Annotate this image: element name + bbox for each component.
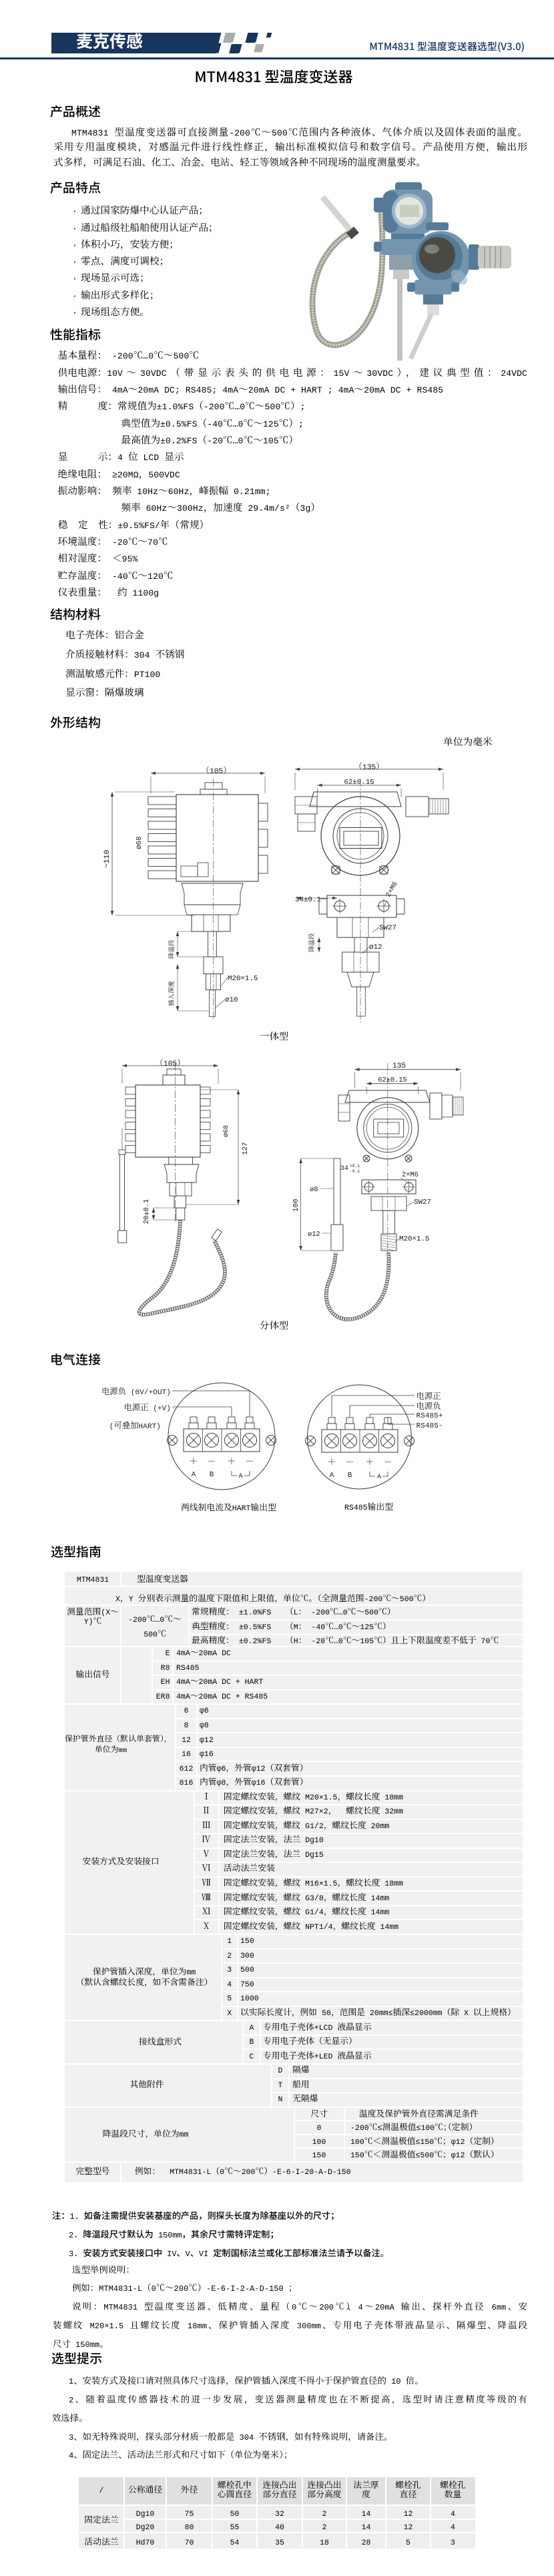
svg-text:＋: ＋: [189, 1454, 198, 1467]
svg-text:100: 100: [292, 1199, 300, 1212]
svg-text:A: A: [192, 1471, 196, 1479]
svg-text:135: 135: [392, 1062, 406, 1070]
svg-text:ø8: ø8: [310, 1186, 318, 1194]
svg-text:20±0.1: 20±0.1: [143, 1199, 151, 1224]
svg-text:SW27: SW27: [414, 1199, 431, 1207]
svg-text:ø68: ø68: [222, 1125, 230, 1137]
svg-text:127: 127: [242, 1142, 250, 1155]
svg-text:+0.1: +0.1: [350, 1164, 360, 1168]
svg-text:插入深度: 插入深度: [166, 980, 176, 1006]
svg-text:－: －: [245, 1454, 254, 1467]
svg-text:B: B: [348, 1472, 352, 1480]
svg-text:SW27: SW27: [379, 924, 396, 932]
svg-text:－: －: [383, 1455, 392, 1468]
svg-text:B: B: [210, 1471, 214, 1479]
svg-text:A: A: [377, 1473, 381, 1480]
svg-text:（105）: （105）: [201, 766, 231, 776]
svg-text:A: A: [239, 1472, 243, 1480]
svg-text:(可叠加HART): (可叠加HART): [109, 1421, 161, 1431]
svg-text:＋: ＋: [327, 1455, 336, 1468]
svg-text:（135）: （135）: [354, 762, 384, 772]
svg-text:ø12: ø12: [308, 1231, 320, 1239]
svg-text:-0.1: -0.1: [350, 1169, 360, 1174]
svg-text:2×M6: 2×M6: [384, 880, 400, 899]
svg-text:34: 34: [340, 1164, 348, 1172]
svg-text:电源负 (0V/+OUT): 电源负 (0V/+OUT): [101, 1387, 171, 1397]
svg-text:电源负: 电源负: [417, 1400, 441, 1412]
svg-text:M20×1.5: M20×1.5: [399, 1235, 429, 1243]
svg-text:62±0.15: 62±0.15: [378, 1076, 406, 1084]
svg-text:降温段: 降温段: [166, 939, 176, 959]
svg-text:＋: ＋: [227, 1454, 236, 1467]
svg-text:电源正: 电源正: [417, 1389, 441, 1402]
svg-text:－: －: [207, 1454, 216, 1467]
svg-text:＋: ＋: [365, 1455, 374, 1468]
svg-text:RS485-: RS485-: [417, 1422, 443, 1430]
svg-text:－: －: [345, 1455, 354, 1468]
svg-text:~110: ~110: [103, 850, 111, 868]
svg-text:电源正 (+V): 电源正 (+V): [123, 1403, 171, 1413]
svg-text:（105）: （105）: [155, 1058, 185, 1068]
svg-text:62±0.15: 62±0.15: [344, 779, 374, 787]
svg-text:M20×1.5: M20×1.5: [228, 975, 258, 983]
svg-text:A: A: [330, 1472, 334, 1480]
svg-text:2×M6: 2×M6: [402, 1171, 419, 1179]
svg-text:ø10: ø10: [225, 996, 238, 1004]
svg-text:ø12: ø12: [369, 943, 382, 951]
svg-text:RS485+: RS485+: [417, 1412, 443, 1420]
svg-text:降温段: 降温段: [306, 933, 316, 952]
svg-text:34±0.1: 34±0.1: [295, 896, 321, 904]
svg-text:ø68: ø68: [135, 837, 144, 849]
